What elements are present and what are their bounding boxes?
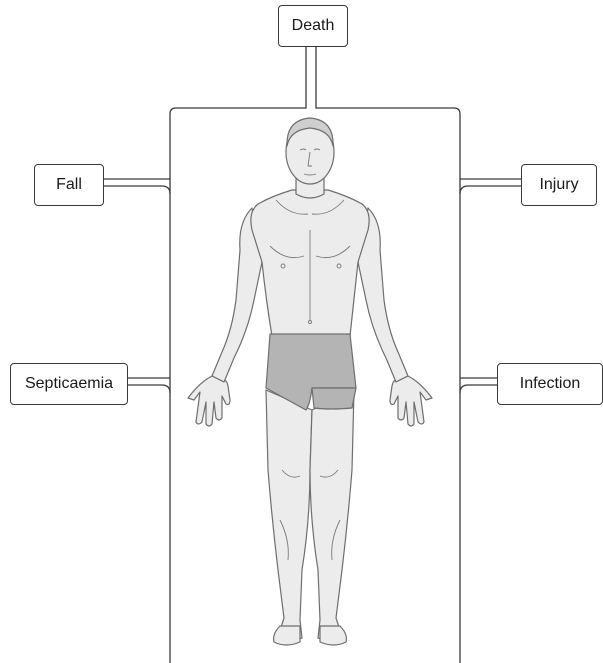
label-septicaemia: Septicaemia <box>10 363 128 405</box>
label-death: Death <box>278 5 348 47</box>
right-foot <box>320 626 346 645</box>
connector-septicaemia <box>128 378 170 393</box>
label-infection: Infection <box>497 363 603 405</box>
right-leg <box>310 390 354 640</box>
connector-fall <box>104 179 170 194</box>
left-hand <box>188 376 230 426</box>
connector-infection <box>460 378 497 393</box>
right-hand <box>390 376 432 426</box>
left-leg <box>266 390 312 640</box>
human-body-front-view-icon <box>188 118 432 645</box>
left-foot <box>274 626 300 645</box>
shorts-right-panel <box>312 388 356 409</box>
label-injury: Injury <box>521 164 597 206</box>
label-fall: Fall <box>34 164 104 206</box>
connector-injury <box>460 179 521 194</box>
